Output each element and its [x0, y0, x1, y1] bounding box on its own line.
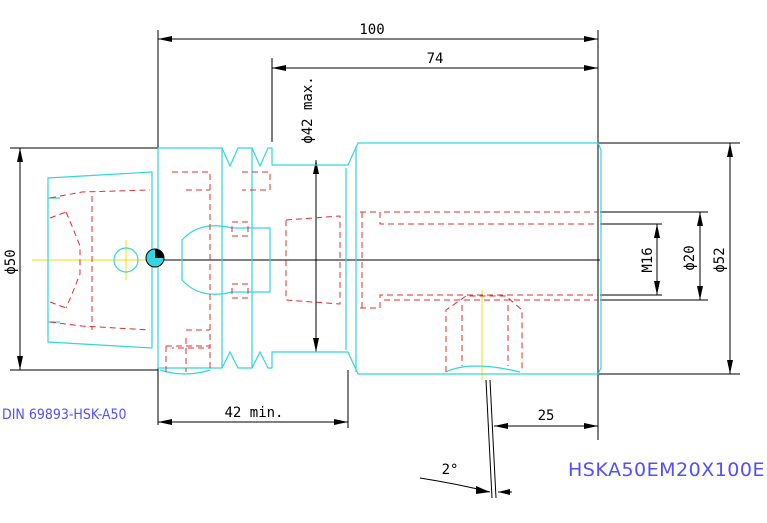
- hidden-lines: [49, 171, 598, 372]
- dim-length-74: 74: [427, 51, 444, 67]
- dim-angle-2: 2°: [442, 462, 459, 478]
- dim-overall-length: 100: [359, 22, 384, 38]
- dim-dia-50: ϕ50: [3, 249, 19, 274]
- dim-dia-42-max: ϕ42 max.: [300, 76, 316, 143]
- centerlines: [32, 240, 600, 380]
- dim-length-25: 25: [538, 408, 555, 424]
- extension-lines: [10, 30, 740, 440]
- dim-length-42-min: 42 min.: [224, 405, 283, 421]
- dim-thread-m16: M16: [640, 247, 656, 272]
- dim-dia-52: ϕ52: [712, 247, 728, 272]
- dimension-lines: [17, 36, 733, 499]
- part-code-label: HSKA50EM20X100E: [568, 459, 765, 481]
- standard-label: DIN 69893-HSK-A50: [2, 407, 127, 423]
- dim-dia-20: ϕ20: [682, 245, 698, 270]
- tool-body-outline: [47, 142, 602, 375]
